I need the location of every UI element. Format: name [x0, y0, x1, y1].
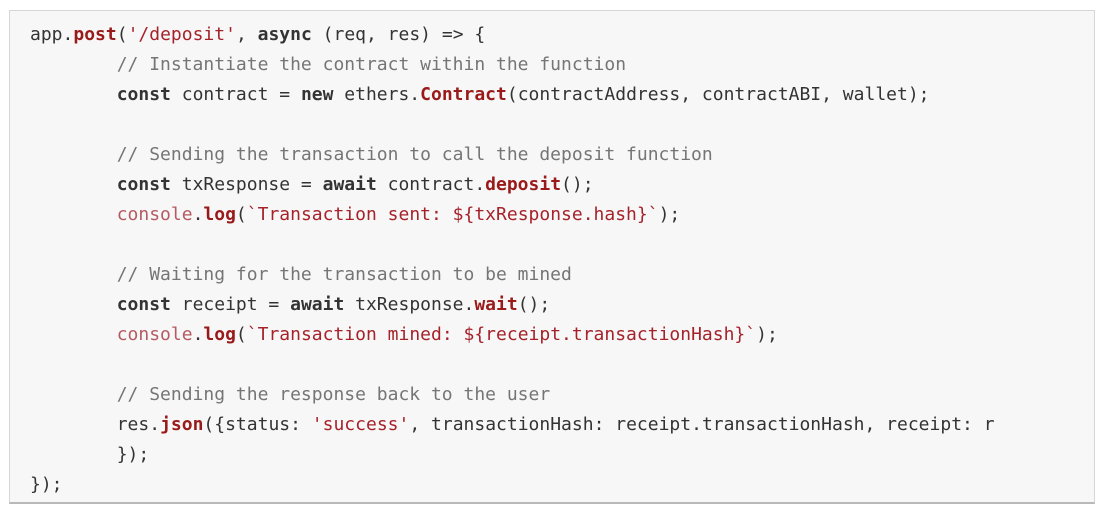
code-token	[30, 384, 117, 405]
code-token	[30, 204, 117, 225]
code-token: contract.	[376, 174, 486, 195]
code-token: contract =	[170, 84, 301, 105]
code-token: console	[116, 204, 193, 225]
code-token: app.	[30, 24, 74, 45]
code-token	[30, 264, 117, 285]
code-token: wait	[474, 294, 518, 315]
code-lines: app.post('/deposit', async (req, res) =>…	[30, 20, 995, 500]
code-token: await	[322, 174, 377, 195]
code-token: const	[116, 294, 171, 315]
code-token: `Transaction sent: ${txResponse.hash}`	[246, 204, 659, 225]
code-token: log	[203, 324, 236, 345]
code-token: ,	[235, 24, 258, 45]
code-token: post	[73, 24, 117, 45]
code-token: ();	[517, 294, 551, 315]
code-token	[30, 324, 117, 345]
code-line: app.post('/deposit', async (req, res) =>…	[30, 20, 995, 50]
code-token: });	[30, 444, 150, 465]
code-token: '/deposit'	[127, 24, 236, 45]
code-line	[30, 230, 995, 260]
code-token: // Sending the transaction to call the d…	[116, 144, 713, 165]
code-line: // Sending the transaction to call the d…	[30, 140, 995, 170]
code-token: );	[756, 324, 778, 345]
code-line: console.log(`Transaction sent: ${txRespo…	[30, 200, 995, 230]
code-token: .	[192, 324, 204, 345]
code-token: res.	[116, 414, 161, 435]
code-token: ethers.	[333, 84, 421, 105]
code-token: (	[235, 324, 247, 345]
code-token: ({status:	[203, 414, 312, 435]
code-line: // Instantiate the contract within the f…	[30, 50, 995, 80]
code-line	[30, 350, 995, 380]
code-token: (	[116, 24, 128, 45]
code-token: ();	[561, 174, 594, 195]
code-token: .	[192, 204, 204, 225]
code-token: const	[116, 84, 171, 105]
code-token: new	[300, 84, 334, 105]
code-token: receipt =	[170, 294, 291, 315]
code-token: 'success'	[311, 414, 410, 435]
code-token: const	[116, 174, 171, 195]
code-token: json	[160, 414, 204, 435]
code-line: // Sending the response back to the user	[30, 380, 995, 410]
code-token: Contract	[420, 84, 507, 105]
code-token: (contractAddress, contractABI, wallet);	[506, 84, 930, 105]
code-line: const receipt = await txResponse.wait();	[30, 290, 995, 320]
code-token: // Instantiate the contract within the f…	[116, 54, 627, 75]
code-token	[30, 54, 117, 75]
code-token: , transactionHash: receipt.transactionHa…	[409, 414, 995, 435]
code-token: txResponse =	[170, 174, 323, 195]
code-token	[30, 294, 117, 315]
code-token: deposit	[485, 174, 562, 195]
code-token: txResponse.	[344, 294, 475, 315]
code-line: // Waiting for the transaction to be min…	[30, 260, 995, 290]
code-token: log	[203, 204, 236, 225]
code-token	[30, 414, 117, 435]
code-token: });	[30, 474, 63, 495]
code-token: console	[116, 324, 193, 345]
code-token: `Transaction mined: ${receipt.transactio…	[246, 324, 757, 345]
code-token	[30, 84, 117, 105]
code-line: });	[30, 440, 995, 470]
code-line: });	[30, 470, 995, 500]
code-line: console.log(`Transaction mined: ${receip…	[30, 320, 995, 350]
code-token	[30, 144, 117, 165]
code-token: await	[290, 294, 345, 315]
code-token	[30, 174, 117, 195]
code-line: const contract = new ethers.Contract(con…	[30, 80, 995, 110]
code-line: const txResponse = await contract.deposi…	[30, 170, 995, 200]
code-line: res.json({status: 'success', transaction…	[30, 410, 995, 440]
code-block: app.post('/deposit', async (req, res) =>…	[9, 10, 1095, 504]
code-token: // Waiting for the transaction to be min…	[116, 264, 572, 285]
code-token: (	[235, 204, 247, 225]
code-token: );	[658, 204, 681, 225]
code-line	[30, 110, 995, 140]
code-token: // Sending the response back to the user	[116, 384, 551, 405]
code-token: (req, res) => {	[311, 24, 486, 45]
code-token: async	[257, 24, 312, 45]
